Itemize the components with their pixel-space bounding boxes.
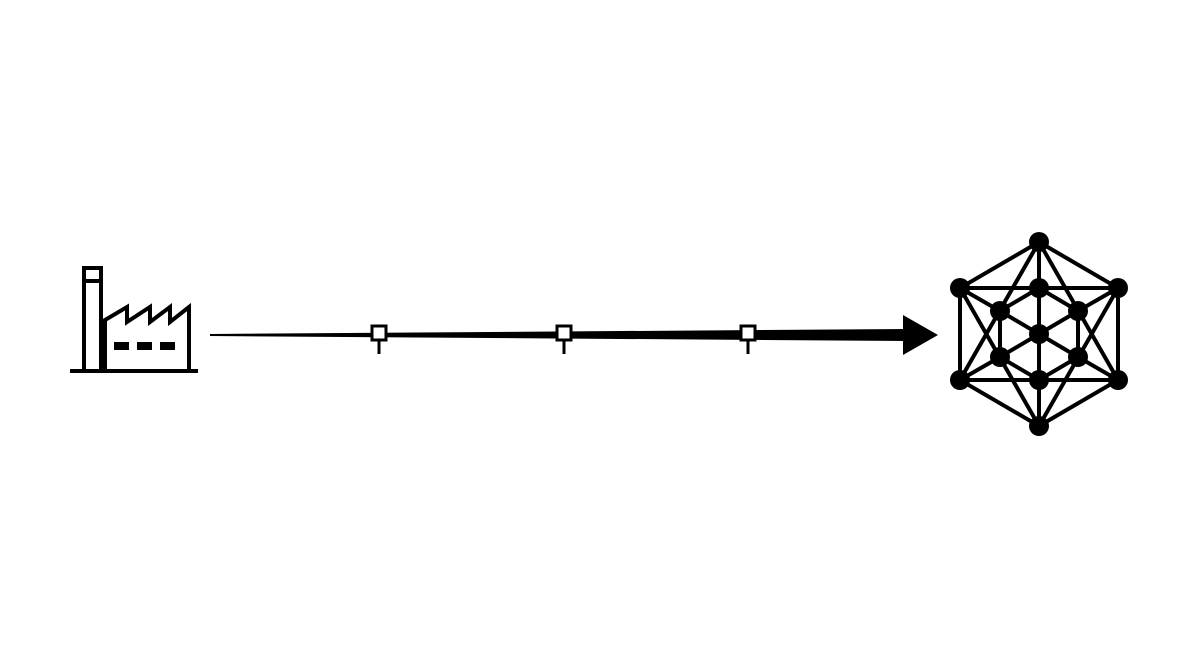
network-graph-icon	[950, 232, 1128, 436]
arrow-right-icon	[210, 315, 938, 355]
checkpoint-marker	[555, 324, 573, 354]
graph-node	[1108, 370, 1128, 390]
graph-node	[1068, 301, 1088, 321]
graph-node	[1029, 278, 1049, 298]
graph-node	[1029, 324, 1049, 344]
factory-icon	[70, 266, 198, 373]
graph-node	[950, 370, 970, 390]
graph-node	[990, 301, 1010, 321]
graph-node	[950, 278, 970, 298]
graph-node	[1029, 232, 1049, 252]
graph-node	[1108, 278, 1128, 298]
graph-node	[990, 347, 1010, 367]
checkpoint-marker-icon	[370, 324, 757, 354]
graph-node	[1029, 416, 1049, 436]
graph-node	[1029, 370, 1049, 390]
checkpoint-marker	[739, 324, 757, 354]
checkpoint-marker	[370, 324, 388, 354]
arrow-head	[903, 315, 938, 355]
graph-node	[1068, 347, 1088, 367]
